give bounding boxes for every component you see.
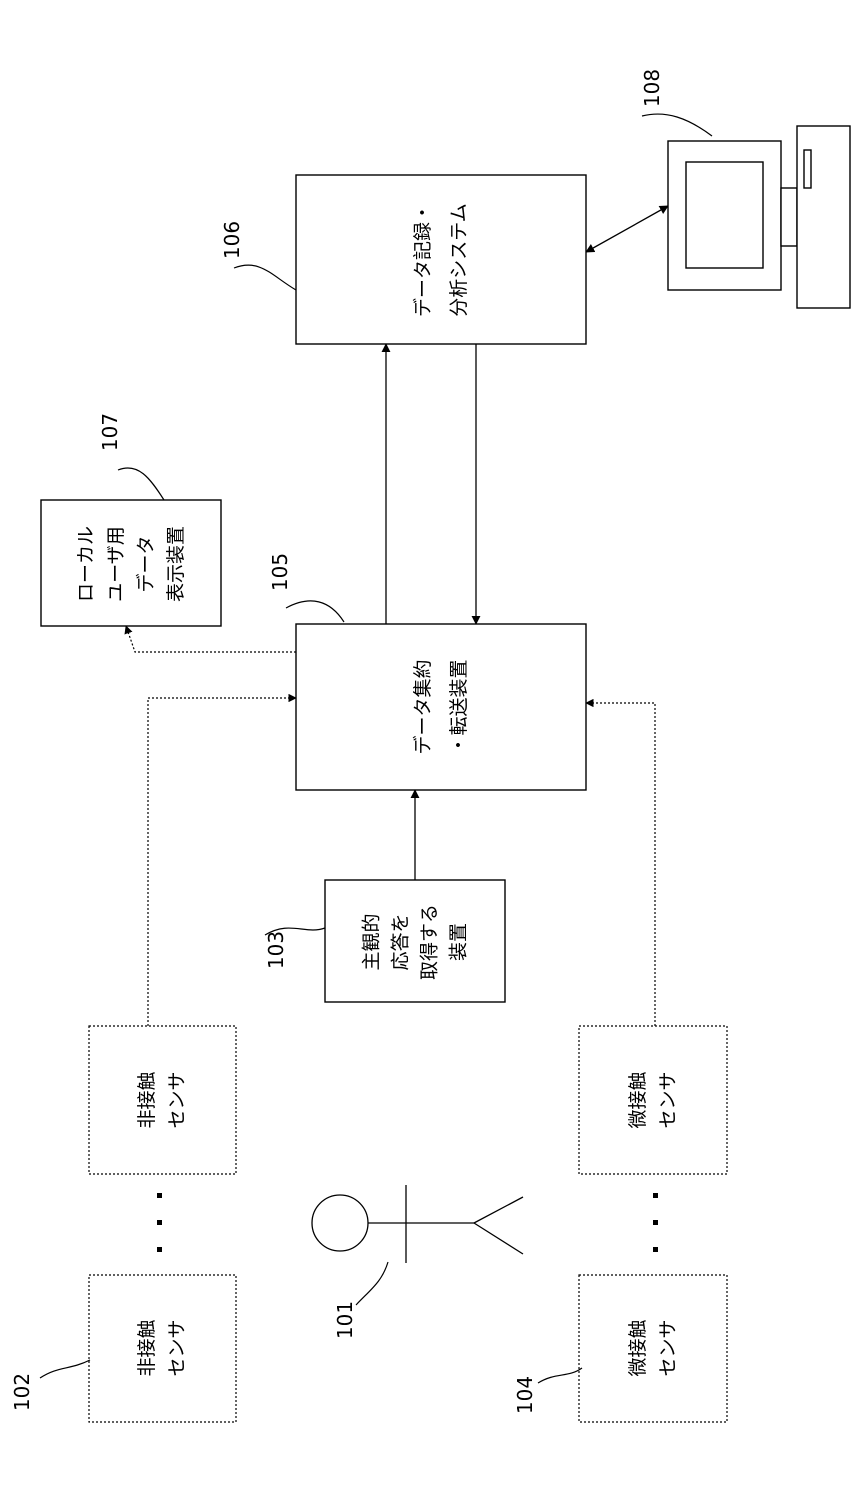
ref-number-105: 105 bbox=[268, 553, 292, 591]
connector-105-107 bbox=[126, 626, 296, 652]
label-sensor-104b-line-0: 微接触 bbox=[627, 1071, 649, 1128]
box-micro-contact-sensor-104b bbox=[579, 1026, 727, 1174]
computer-icon bbox=[668, 126, 850, 308]
label-sensor-104-line-1: センサ bbox=[657, 1319, 679, 1376]
leader-107 bbox=[118, 468, 164, 500]
connector-106-108 bbox=[586, 206, 668, 252]
box-micro-contact-sensor-104 bbox=[579, 1275, 727, 1422]
label-local-display-line-2: データ bbox=[135, 535, 157, 592]
ref-number-103: 103 bbox=[264, 931, 288, 969]
label-sensor-104-line-0: 微接触 bbox=[627, 1319, 649, 1376]
ellipsis-dots-top bbox=[157, 1193, 162, 1252]
box-aggregator-105 bbox=[296, 624, 586, 790]
label-sensor-104b-line-1: センサ bbox=[657, 1071, 679, 1128]
ellipsis-dots-bottom bbox=[653, 1193, 658, 1252]
box-non-contact-sensor-102 bbox=[89, 1275, 236, 1422]
box-subjective-device-103 bbox=[325, 880, 505, 1002]
stick-figure-icon bbox=[312, 1185, 523, 1263]
box-non-contact-sensor-102b bbox=[89, 1026, 236, 1174]
ref-number-108: 108 bbox=[640, 69, 664, 107]
label-sensor-102b-line-0: 非接触 bbox=[136, 1071, 158, 1128]
label-subjective-line-0: 主観的 bbox=[361, 913, 383, 970]
connector-104-105 bbox=[586, 703, 655, 1026]
ref-number-106: 106 bbox=[220, 221, 244, 259]
label-sensor-102-line-1: センサ bbox=[166, 1319, 188, 1376]
label-analysis-line-0: データ記録・ bbox=[412, 203, 434, 317]
ref-number-102: 102 bbox=[10, 1373, 34, 1411]
label-aggregator-line-1: ・転送装置 bbox=[448, 659, 470, 754]
label-local-display-line-3: 表示装置 bbox=[165, 526, 187, 602]
label-subjective-line-2: 取得する bbox=[419, 904, 441, 980]
ref-number-101: 101 bbox=[333, 1301, 357, 1339]
leader-102 bbox=[40, 1360, 90, 1378]
ref-number-107: 107 bbox=[98, 413, 122, 451]
label-local-display-line-0: ローカル bbox=[75, 526, 97, 602]
label-analysis-line-1: 分析システム bbox=[448, 203, 470, 316]
connector-102-105 bbox=[148, 698, 296, 1026]
label-sensor-102b-line-1: センサ bbox=[166, 1071, 188, 1128]
ref-number-104: 104 bbox=[513, 1376, 537, 1414]
leader-104 bbox=[538, 1368, 582, 1383]
leader-101 bbox=[356, 1262, 388, 1305]
label-aggregator-line-0: データ集約 bbox=[412, 659, 434, 754]
leader-108 bbox=[642, 114, 712, 136]
label-subjective-line-3: 装置 bbox=[448, 923, 470, 961]
box-local-display-107 bbox=[41, 500, 221, 626]
leader-105 bbox=[286, 601, 344, 622]
label-sensor-102-line-0: 非接触 bbox=[136, 1319, 158, 1376]
box-analysis-106 bbox=[296, 175, 586, 344]
label-subjective-line-1: 応答を bbox=[390, 913, 412, 970]
label-local-display-line-1: ユーザ用 bbox=[105, 526, 127, 602]
leader-106 bbox=[234, 265, 296, 290]
